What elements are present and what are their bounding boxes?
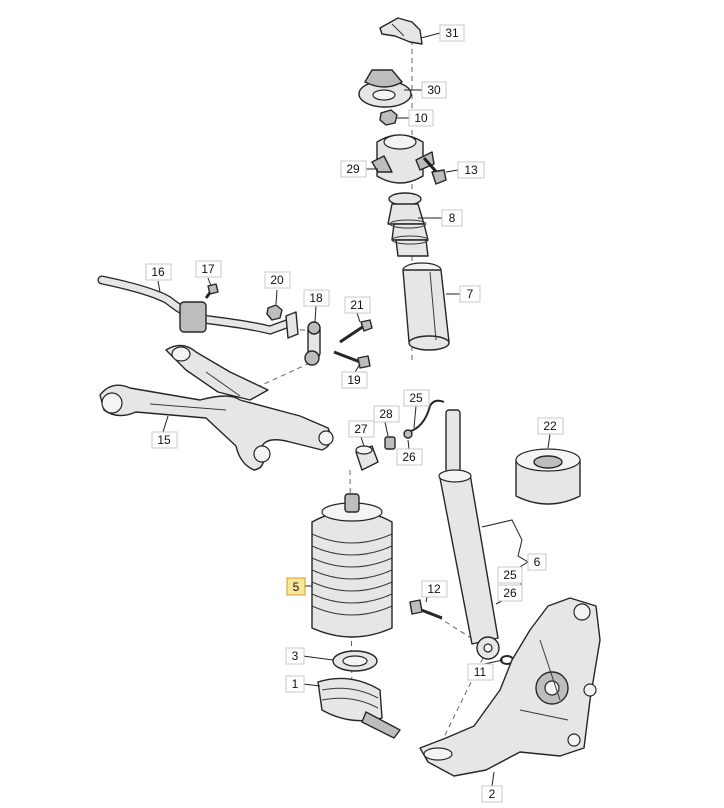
callout-2: 2 [481, 785, 503, 803]
part-6-shock-absorber [438, 409, 500, 660]
part-20-nut [266, 304, 283, 321]
callout-15: 15 [151, 431, 178, 449]
svg-text:8: 8 [449, 211, 456, 225]
callout-20: 20 [264, 271, 291, 289]
callout-8: 8 [441, 209, 463, 227]
part-3-seal-ring [332, 650, 378, 672]
callout-30: 30 [421, 81, 447, 99]
part-22-damper-bush [515, 448, 581, 505]
svg-text:21: 21 [350, 298, 364, 312]
callout-18: 18 [303, 289, 330, 307]
callout-26-group: 26 [497, 584, 523, 602]
svg-text:29: 29 [346, 162, 360, 176]
svg-text:26: 26 [402, 450, 416, 464]
callout-5: 5 [286, 577, 306, 596]
part-28-union [384, 436, 396, 450]
svg-text:18: 18 [309, 291, 323, 305]
part-16-stabilizer-bar [97, 275, 299, 339]
svg-text:22: 22 [543, 419, 557, 433]
callout-26-top: 26 [396, 448, 423, 466]
callout-3: 3 [285, 647, 305, 665]
svg-text:2: 2 [489, 787, 496, 801]
svg-text:5: 5 [293, 580, 300, 594]
part-15-wishbone [99, 344, 334, 471]
part-25-air-line [403, 399, 445, 439]
part-21-bolt [339, 319, 373, 344]
callout-11: 11 [467, 663, 494, 681]
svg-text:11: 11 [474, 665, 487, 679]
svg-text:17: 17 [201, 262, 215, 276]
callout-17: 17 [195, 260, 222, 278]
callout-25-top: 25 [403, 389, 430, 407]
part-30-mount-cap [358, 69, 412, 108]
part-1-spring-seat [317, 677, 401, 739]
svg-text:30: 30 [427, 83, 441, 97]
svg-text:6: 6 [534, 555, 541, 569]
part-2-wheel-carrier [419, 597, 601, 777]
callout-25-group: 25 [497, 566, 523, 584]
part-18-coupling-rod [304, 321, 321, 366]
callout-19: 19 [341, 371, 368, 389]
svg-text:20: 20 [270, 273, 284, 287]
callout-27: 27 [348, 420, 375, 438]
svg-text:10: 10 [414, 111, 428, 125]
callout-22: 22 [537, 417, 564, 435]
callout-13: 13 [457, 161, 485, 179]
part-5-air-spring [311, 493, 393, 638]
part-12-bolt [409, 599, 443, 620]
svg-text:25: 25 [503, 568, 517, 582]
svg-text:19: 19 [347, 373, 361, 387]
part-31-bracket [379, 17, 423, 45]
svg-text:1: 1 [292, 677, 299, 691]
svg-text:13: 13 [464, 163, 478, 177]
callout-12: 12 [421, 580, 448, 598]
part-27-sleeve [355, 445, 379, 471]
callout-7: 7 [459, 285, 481, 303]
part-8-bump-stop [387, 192, 429, 257]
part-13-bolt [422, 157, 447, 185]
svg-text:25: 25 [409, 391, 423, 405]
svg-text:3: 3 [292, 649, 299, 663]
svg-text:16: 16 [151, 265, 165, 279]
part-19-bolt [333, 350, 371, 369]
part-7-dust-boot [402, 262, 450, 351]
callout-16: 16 [145, 263, 172, 281]
svg-text:12: 12 [427, 582, 441, 596]
svg-text:31: 31 [445, 26, 459, 40]
part-17-bolt [204, 283, 219, 299]
callout-28: 28 [373, 405, 400, 423]
callout-10: 10 [408, 109, 434, 127]
callout-1: 1 [285, 675, 305, 693]
svg-text:15: 15 [157, 433, 171, 447]
air-spring-bellows-ribs [311, 533, 393, 616]
assembly-center-lines [239, 40, 491, 746]
callout-29: 29 [340, 160, 367, 178]
part-10-nut [379, 109, 398, 126]
svg-text:27: 27 [354, 422, 368, 436]
callout-31: 31 [439, 24, 465, 42]
svg-text:26: 26 [503, 586, 517, 600]
svg-text:28: 28 [379, 407, 393, 421]
callout-21: 21 [344, 296, 371, 314]
svg-text:7: 7 [467, 287, 474, 301]
callout-6: 6 [527, 553, 547, 571]
